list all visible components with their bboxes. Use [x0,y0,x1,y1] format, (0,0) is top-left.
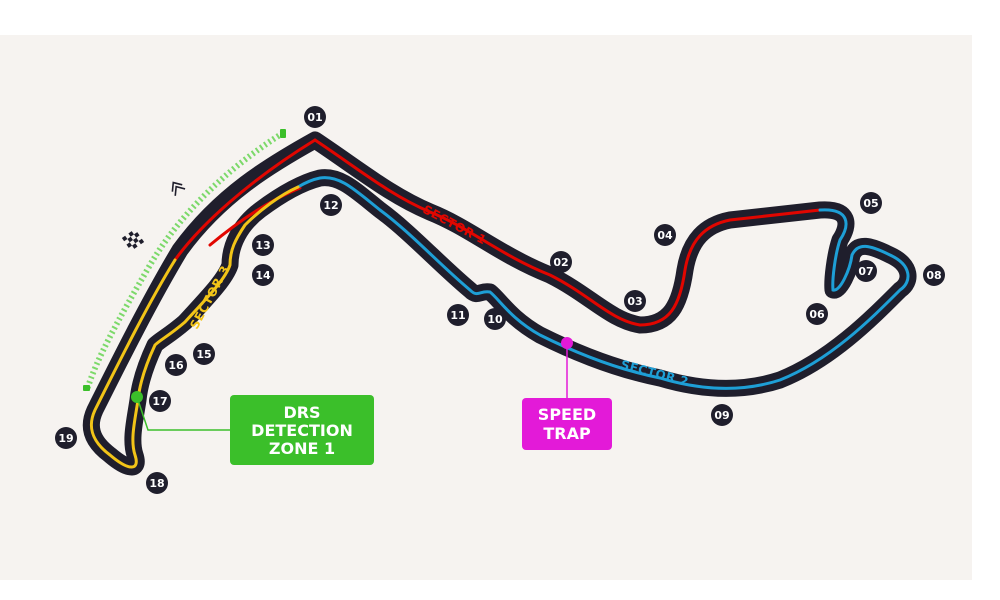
corner-number-label: 17 [152,395,167,408]
sector-1-label: SECTOR 1 [421,202,489,247]
corner-badge-11: 11 [447,304,469,326]
corner-badge-circle [304,106,326,128]
corner-number-label: 06 [809,308,825,321]
corner-badge-07: 07 [855,260,877,282]
sector-2-line [296,176,910,390]
corner-badge-circle [193,343,215,365]
corner-number-label: 02 [553,256,568,269]
corner-badge-04: 04 [654,224,676,246]
corner-badge-circle [252,264,274,286]
drs-line-3: ZONE 1 [269,439,335,458]
corner-number-label: 15 [196,348,211,361]
drs-detection-box: DRS DETECTION ZONE 1 [230,395,374,465]
corner-badge-circle [624,290,646,312]
corner-badge-12: 12 [320,194,342,216]
drs-start-cap [280,129,286,138]
corner-badge-14: 14 [252,264,274,286]
corner-badge-circle [146,472,168,494]
corner-badge-circle [149,390,171,412]
corner-badge-13: 13 [252,234,274,256]
corner-badge-circle [806,303,828,325]
corner-badge-circle [855,260,877,282]
corner-number-label: 08 [926,269,941,282]
corner-badge-06: 06 [806,303,828,325]
corner-badge-16: 16 [165,354,187,376]
corner-badge-circle [860,192,882,214]
corner-number-label: 18 [149,477,164,490]
corner-number-label: 14 [255,269,271,282]
corner-badge-17: 17 [149,390,171,412]
corner-badge-circle [320,194,342,216]
corner-badge-circle [484,308,506,330]
corner-number-label: 16 [168,359,184,372]
direction-chevrons-icon [171,181,186,196]
corner-badge-18: 18 [146,472,168,494]
speed-trap-line-1: SPEED [538,405,596,424]
drs-line-2: DETECTION [251,421,353,440]
corner-badge-01: 01 [304,106,326,128]
corner-number-label: 11 [450,309,465,322]
corner-badge-03: 03 [624,290,646,312]
drs-line-1: DRS [283,403,320,422]
speed-trap-line-2: TRAP [543,424,591,443]
corner-badge-circle [55,427,77,449]
corner-badge-circle [654,224,676,246]
corner-badge-circle [550,251,572,273]
corner-badge-circle [711,404,733,426]
corner-badge-circle [923,264,945,286]
corner-badge-circle [447,304,469,326]
sector-3-line [89,185,300,469]
corner-number-label: 09 [714,409,729,422]
corner-number-label: 01 [307,111,322,124]
corner-badge-15: 15 [193,343,215,365]
speed-trap-box: SPEED TRAP [522,398,612,450]
corner-badge-09: 09 [711,404,733,426]
corner-badge-05: 05 [860,192,882,214]
speed-trap-point [561,337,573,349]
corner-badge-19: 19 [55,427,77,449]
drs-detection-point [131,391,143,403]
corner-badge-02: 02 [550,251,572,273]
corner-badge-10: 10 [484,308,506,330]
corner-number-label: 05 [863,197,878,210]
corner-number-label: 12 [323,199,338,212]
checkered-flag-icon [121,231,145,249]
drs-connector-line [136,396,232,431]
corner-badge-circle [252,234,274,256]
corner-number-label: 03 [627,295,642,308]
corner-badge-08: 08 [923,264,945,286]
corner-number-label: 10 [487,313,503,326]
corner-number-label: 19 [58,432,73,445]
corner-number-label: 13 [255,239,270,252]
corner-number-label: 04 [657,229,673,242]
sector-3-label: SECTOR 3 [187,263,232,331]
corner-number-label: 07 [858,265,873,278]
drs-end-cap [83,385,90,391]
corner-badge-circle [165,354,187,376]
